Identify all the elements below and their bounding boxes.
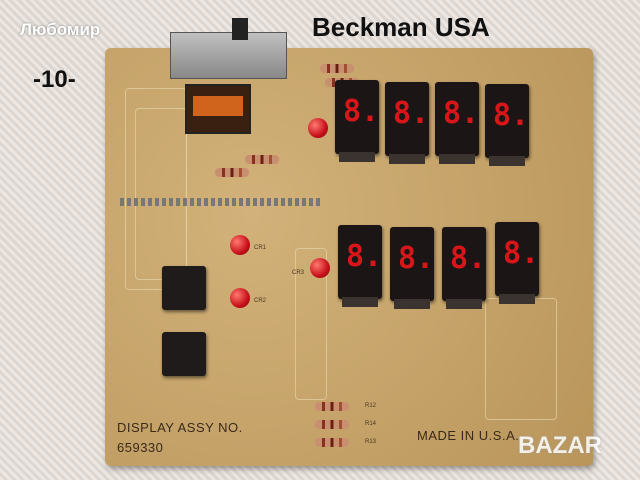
resistor-r13	[315, 438, 349, 447]
header-pin-row	[120, 198, 320, 206]
resistor-r12	[315, 402, 349, 411]
seven-segment-display: 8.	[435, 82, 479, 164]
seven-segment-display: 8.	[495, 222, 539, 304]
led	[308, 118, 328, 138]
seven-segment-display: 8.	[442, 227, 486, 309]
resistor	[320, 64, 354, 73]
ic-chip	[162, 266, 206, 310]
ic-chip	[162, 332, 206, 376]
resistor	[215, 168, 249, 177]
led-label: CR2	[254, 298, 267, 304]
made-in-label: MADE IN U.S.A.	[417, 428, 520, 443]
led	[310, 258, 330, 278]
author-caption: Любомир	[20, 20, 101, 39]
title-caption: Beckman USA	[312, 12, 490, 42]
seven-segment-display: 8.	[390, 227, 434, 309]
led-label: CR1	[254, 245, 267, 251]
watermark-logo: BAZAR	[518, 432, 602, 459]
item-number: -10-	[33, 66, 76, 93]
switch-knob	[232, 18, 248, 40]
seven-segment-display: 8.	[485, 84, 529, 166]
slide-switch	[170, 32, 287, 79]
resistor-label: R13	[365, 439, 377, 445]
resistor-label: R14	[365, 421, 377, 427]
dip-display	[185, 84, 251, 134]
resistor	[245, 155, 279, 164]
led	[230, 288, 250, 308]
seven-segment-display: 8.	[385, 82, 429, 164]
assembly-number: 659330	[117, 440, 164, 455]
resistor-label: R12	[365, 403, 377, 409]
seven-segment-display: 8.	[335, 80, 379, 162]
led	[230, 235, 250, 255]
led-label: CR3	[292, 270, 305, 276]
seven-segment-display: 8.	[338, 225, 382, 307]
assembly-label: DISPLAY ASSY NO.	[117, 420, 243, 435]
resistor-r14	[315, 420, 349, 429]
